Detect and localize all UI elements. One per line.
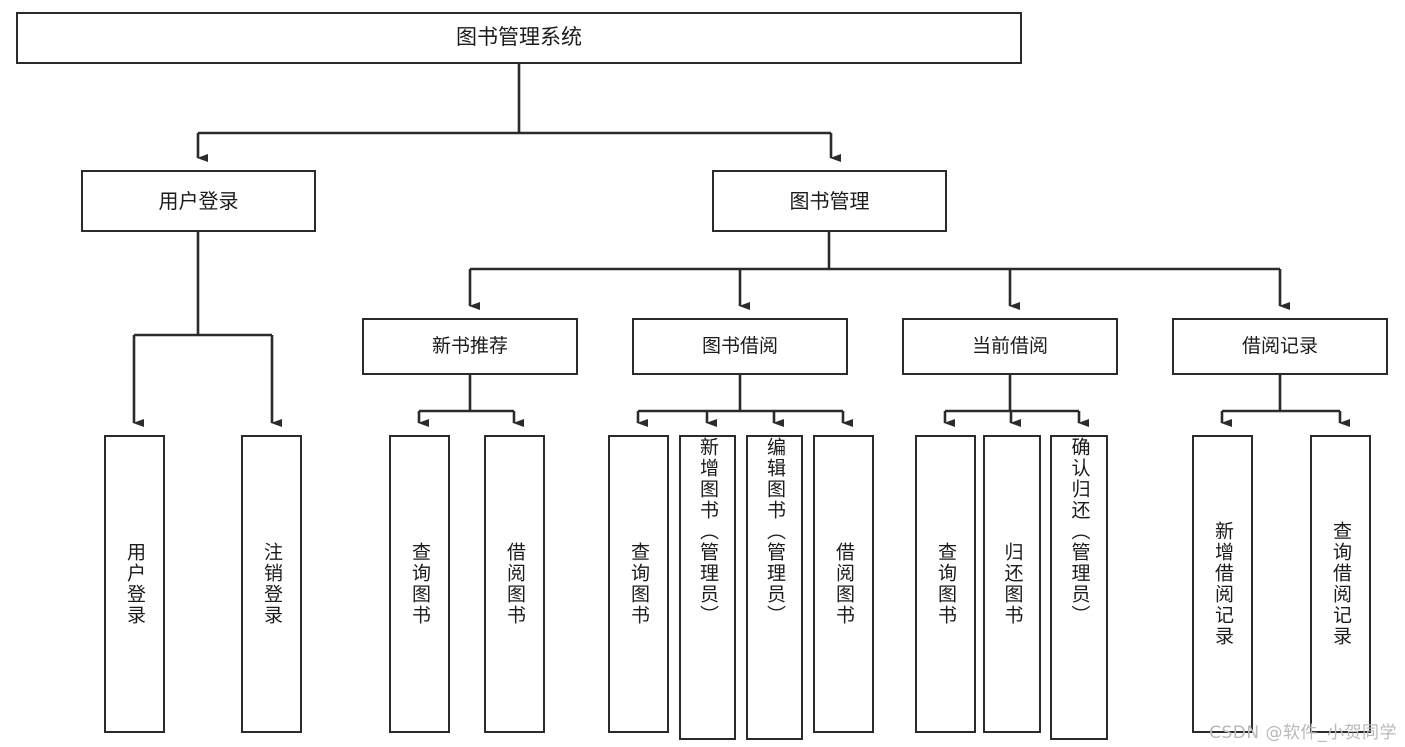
node-user-login[interactable]: 用户登录 bbox=[81, 170, 316, 232]
node-root[interactable]: 图书管理系统 bbox=[16, 12, 1022, 64]
node-label: 查询图书 bbox=[409, 542, 431, 626]
node-label: 新增图书（管理员） bbox=[697, 437, 719, 626]
leaf-return-book[interactable]: 归还图书 bbox=[983, 435, 1041, 733]
node-label: 确认归还（管理员） bbox=[1068, 437, 1091, 626]
node-label: 图书借阅 bbox=[701, 334, 778, 357]
leaf-add-borrow-record[interactable]: 新增借阅记录 bbox=[1192, 435, 1253, 733]
node-label: 查询借阅记录 bbox=[1330, 521, 1352, 647]
node-label: 查询图书 bbox=[628, 542, 650, 626]
node-book-borrow[interactable]: 图书借阅 bbox=[632, 318, 848, 375]
leaf-logout[interactable]: 注销登录 bbox=[241, 435, 302, 733]
node-borrow-records[interactable]: 借阅记录 bbox=[1172, 318, 1388, 375]
node-label: 当前借阅 bbox=[971, 334, 1048, 357]
csdn-watermark: CSDN @软件_小贺同学 bbox=[1209, 723, 1397, 743]
leaf-add-book-admin[interactable]: 新增图书（管理员） bbox=[679, 435, 736, 740]
node-label: 新增借阅记录 bbox=[1212, 521, 1234, 647]
node-label: 归还图书 bbox=[1001, 542, 1024, 626]
node-label: 用户登录 bbox=[124, 542, 146, 626]
node-book-management[interactable]: 图书管理 bbox=[712, 170, 947, 232]
node-label: 借阅记录 bbox=[1241, 334, 1318, 357]
leaf-query-book-recommend[interactable]: 查询图书 bbox=[389, 435, 450, 733]
leaf-confirm-return-admin[interactable]: 确认归还（管理员） bbox=[1050, 435, 1108, 740]
node-label: 编辑图书（管理员） bbox=[764, 437, 786, 626]
leaf-borrow-book[interactable]: 借阅图书 bbox=[813, 435, 874, 733]
node-label: 借阅图书 bbox=[833, 542, 855, 626]
leaf-user-login[interactable]: 用户登录 bbox=[104, 435, 165, 733]
node-label: 查询图书 bbox=[935, 542, 957, 626]
leaf-query-book-borrow[interactable]: 查询图书 bbox=[608, 435, 669, 733]
leaf-query-book-current[interactable]: 查询图书 bbox=[915, 435, 976, 733]
node-label: 用户登录 bbox=[158, 188, 239, 213]
node-current-borrow[interactable]: 当前借阅 bbox=[902, 318, 1118, 375]
leaf-query-borrow-record[interactable]: 查询借阅记录 bbox=[1310, 435, 1371, 733]
node-label: 新书推荐 bbox=[431, 334, 508, 357]
node-label: 图书管理系统 bbox=[456, 25, 582, 50]
leaf-edit-book-admin[interactable]: 编辑图书（管理员） bbox=[746, 435, 803, 740]
leaf-borrow-book-recommend[interactable]: 借阅图书 bbox=[484, 435, 545, 733]
node-label: 借阅图书 bbox=[504, 542, 526, 626]
node-label: 注销登录 bbox=[261, 542, 283, 626]
node-new-book-recommend[interactable]: 新书推荐 bbox=[362, 318, 578, 375]
node-label: 图书管理 bbox=[789, 188, 870, 213]
